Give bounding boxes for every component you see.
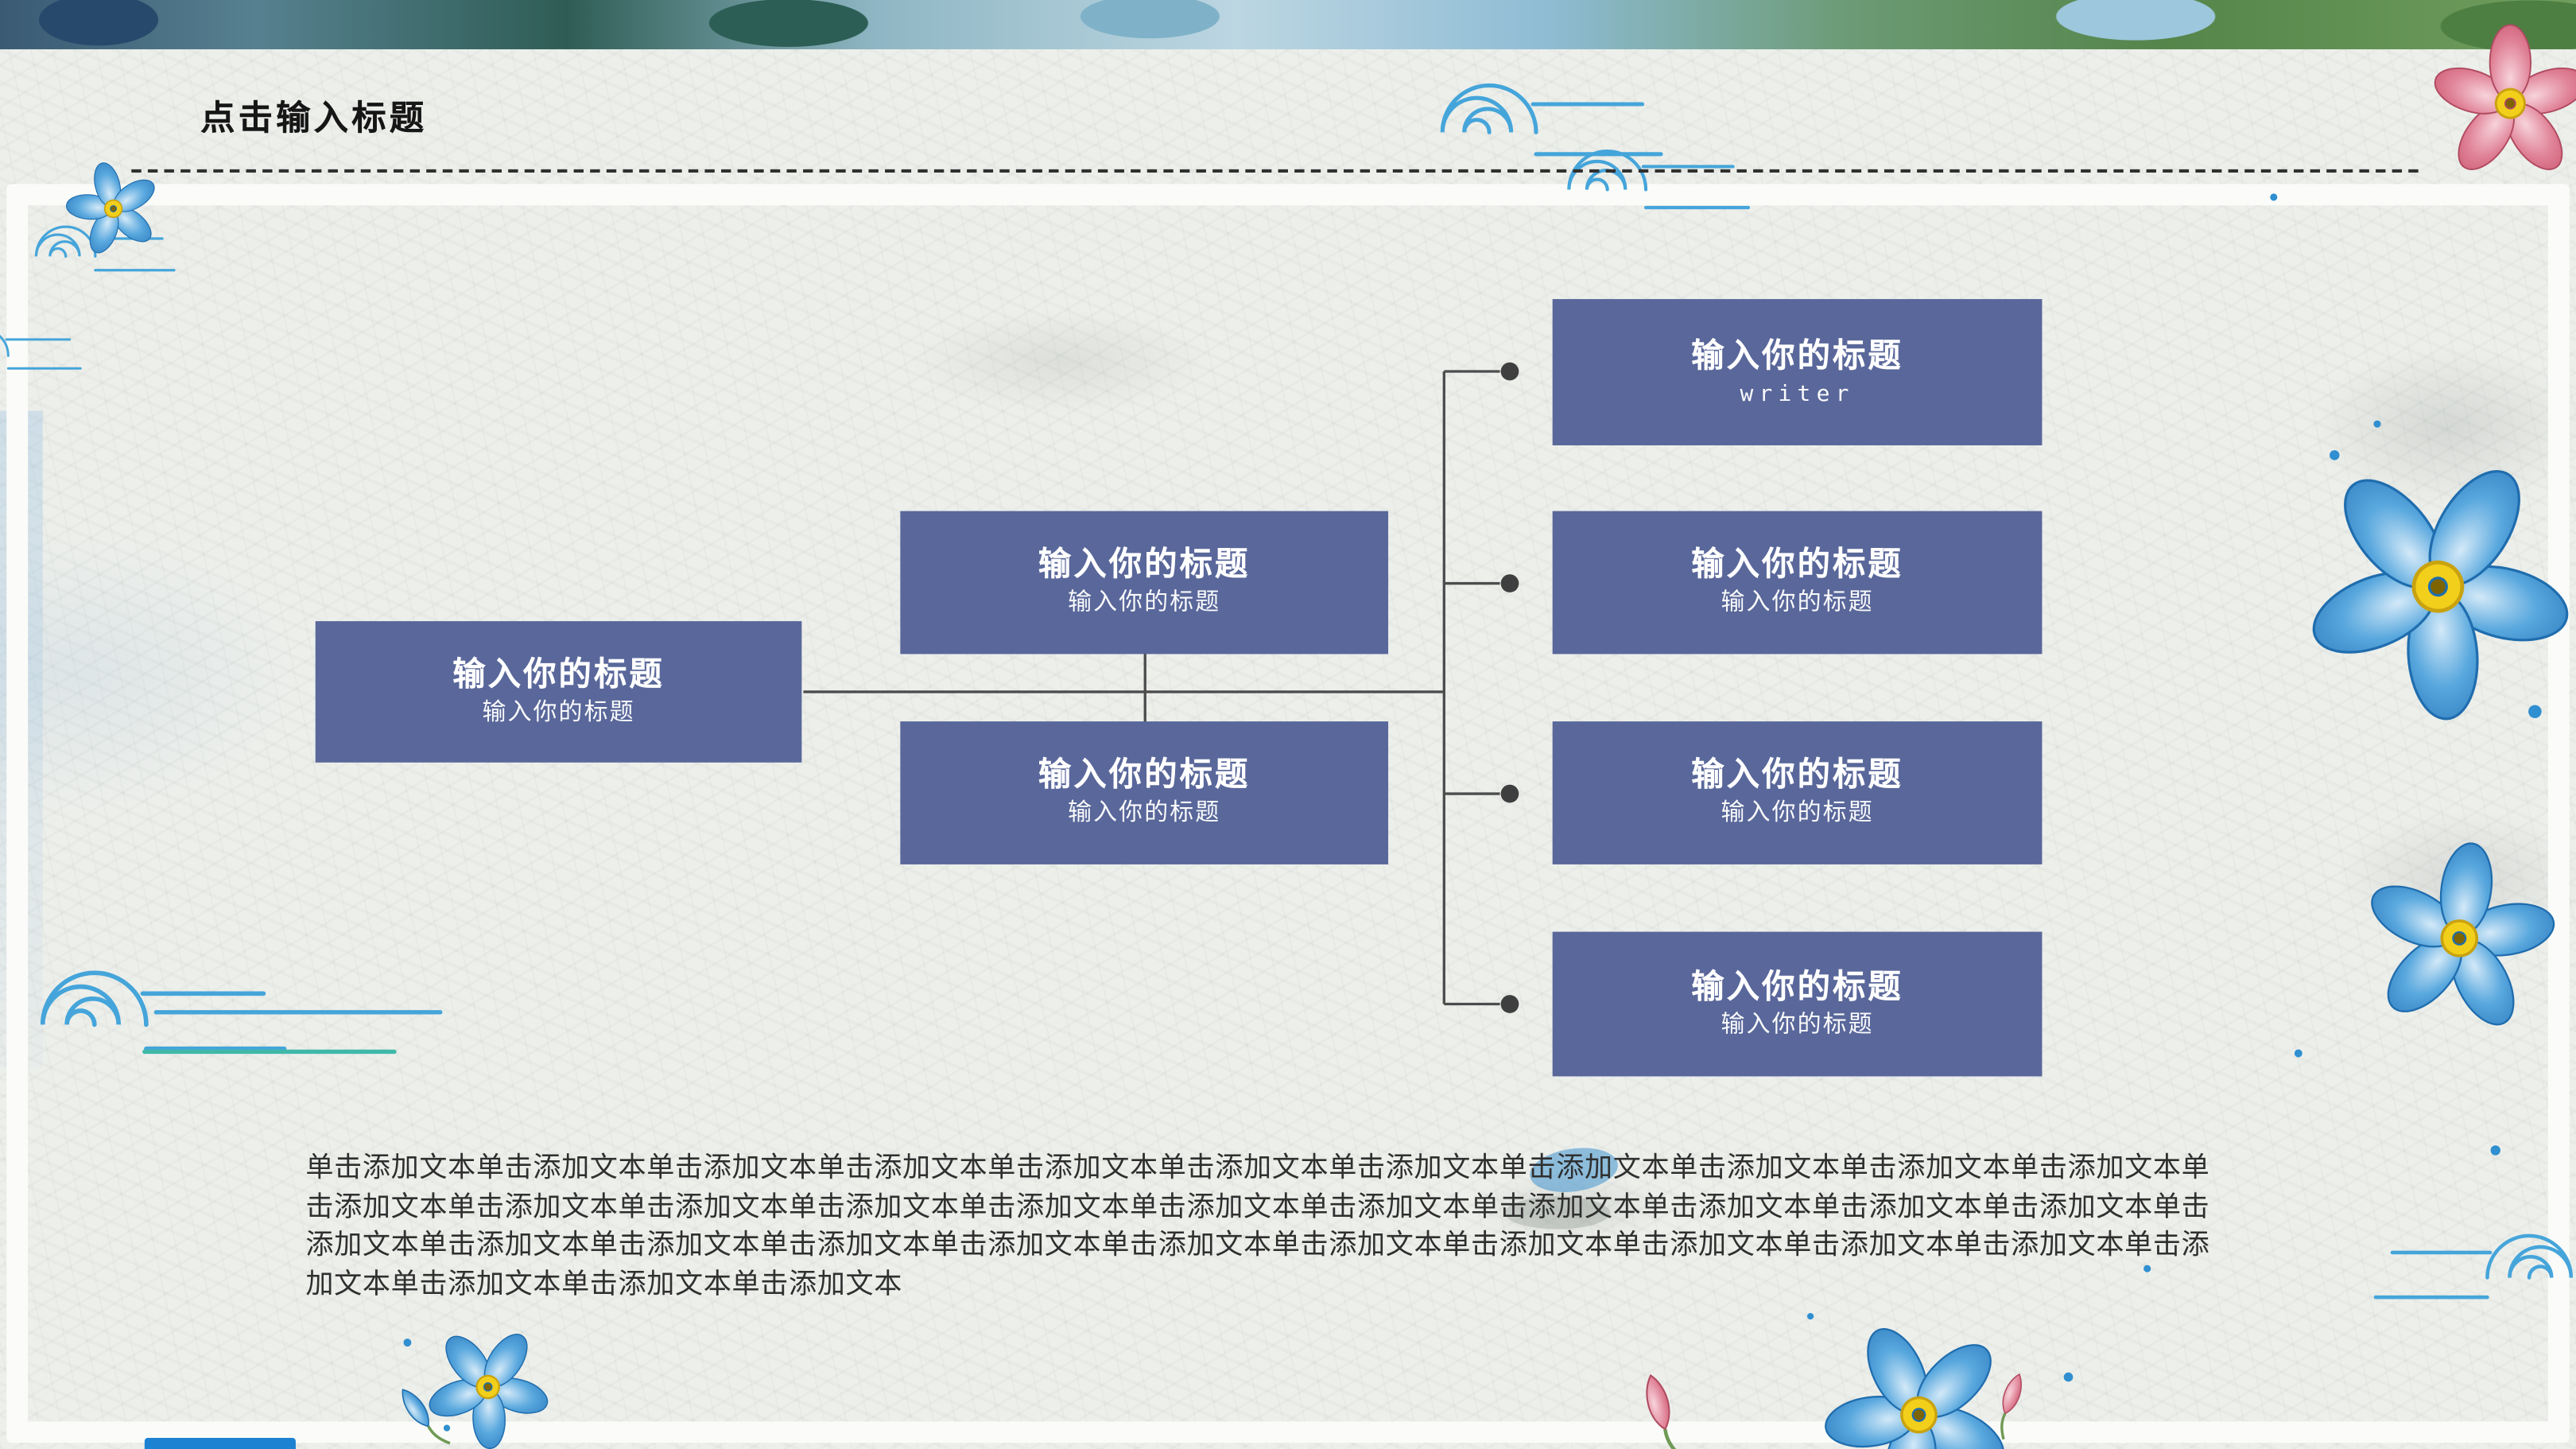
node-title: 输入你的标题: [1038, 757, 1251, 794]
node-subtitle: 输入你的标题: [482, 699, 635, 726]
diagram-node-root[interactable]: 输入你的标题 输入你的标题: [315, 621, 802, 763]
top-edge-photo-strip: [0, 0, 2576, 49]
node-title: 输入你的标题: [1691, 547, 1903, 584]
node-subtitle-writer: writer: [1740, 380, 1855, 407]
diagram-node-middle-1[interactable]: 输入你的标题 输入你的标题: [900, 511, 1389, 655]
node-subtitle: 输入你的标题: [1721, 1011, 1874, 1038]
bottom-blue-paint-strip: [144, 1438, 296, 1449]
diagram-node-leaf-3[interactable]: 输入你的标题 输入你的标题: [1552, 721, 2043, 864]
body-text-placeholder[interactable]: 单击添加文本单击添加文本单击添加文本单击添加文本单击添加文本单击添加文本单击添加…: [305, 1152, 2210, 1299]
node-title: 输入你的标题: [1691, 757, 1903, 794]
node-subtitle: 输入你的标题: [1068, 589, 1221, 616]
node-subtitle: 输入你的标题: [1721, 589, 1874, 616]
node-title: 输入你的标题: [1038, 547, 1251, 584]
diagram-node-middle-2[interactable]: 输入你的标题 输入你的标题: [900, 721, 1389, 864]
node-subtitle: 输入你的标题: [1721, 800, 1874, 827]
node-subtitle: 输入你的标题: [1068, 800, 1221, 827]
node-title: 输入你的标题: [452, 656, 665, 693]
node-title: 输入你的标题: [1691, 969, 1903, 1005]
diagram-node-leaf-4[interactable]: 输入你的标题 输入你的标题: [1552, 931, 2043, 1077]
diagram-node-leaf-2[interactable]: 输入你的标题 输入你的标题: [1552, 511, 2043, 655]
slide-title-placeholder[interactable]: 点击输入标题: [200, 100, 428, 138]
node-title: 输入你的标题: [1691, 337, 1903, 375]
diagram-node-leaf-1[interactable]: 输入你的标题 writer: [1552, 299, 2043, 445]
title-divider-dashed-line: [131, 169, 2419, 173]
inner-white-frame: [6, 184, 2570, 1443]
